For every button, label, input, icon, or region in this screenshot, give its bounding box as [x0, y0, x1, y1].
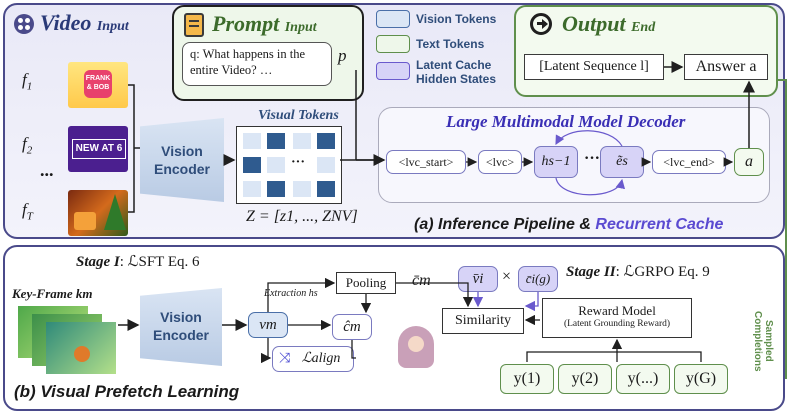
fireplace-icon: [74, 212, 96, 230]
reward-model-box: Reward Model (Latent Grounding Reward): [542, 298, 692, 338]
align-loss-label: ℒalign: [301, 351, 341, 366]
stage-2-loss: : ℒGRPO Eq. 9: [615, 264, 710, 280]
vision-encoder-b: Vision Encoder: [140, 288, 222, 366]
pipeline-caption-highlight: Recurrent Cache: [595, 216, 724, 233]
frame-label-1: f1: [22, 70, 33, 93]
extraction-label: Extraction hs: [264, 288, 318, 299]
tokens-ellipsis: ···: [291, 155, 306, 170]
visual-tokens-title: Visual Tokens: [258, 108, 339, 123]
video-input-title: Video: [40, 10, 92, 35]
exit-arrow-icon: [530, 13, 552, 35]
output-end-title: Output: [562, 11, 626, 36]
output-end-heading: Output End: [562, 11, 655, 37]
sampled-completions-label: Sampled Completions: [752, 310, 774, 372]
token-lvc-end: <lvc_end>: [652, 150, 726, 174]
video-frame-T: [68, 190, 128, 236]
encoder-a-line1: Vision: [161, 143, 203, 159]
stage-1-label: Stage I: ℒSFT Eq. 6: [76, 252, 199, 271]
legend-label-vision: Vision Tokens: [416, 12, 497, 26]
video-input-subtitle: Input: [96, 19, 129, 34]
c-bar-m-label: c̄m: [412, 272, 431, 289]
frame-2-caption: NEW AT 6: [72, 139, 126, 159]
decoder-title: Large Multimodal Model Decoder: [446, 112, 686, 131]
christmas-tree-icon: [104, 194, 126, 230]
document-icon: [184, 13, 204, 37]
token-lvc: <lvc>: [478, 150, 522, 174]
completion-2: y(2): [558, 364, 612, 394]
legend-swatch-text: [376, 35, 410, 53]
token-e-tilde-s: ẽs: [600, 146, 644, 178]
stage-1-title: Stage I: [76, 254, 120, 270]
times-sign: ×: [502, 268, 512, 285]
answer-box: Answer a: [684, 54, 768, 80]
token-h-s-minus-1: hs−1: [534, 146, 578, 178]
shuffle-icon: ⤨: [279, 351, 291, 366]
pooling-box: Pooling: [336, 272, 396, 294]
frames-ellipsis: ...: [40, 160, 54, 180]
completion-1: y(1): [500, 364, 554, 394]
frame-label-T: fT: [22, 200, 33, 223]
panel-b-caption: (b) Visual Prefetch Learning: [14, 382, 240, 401]
legend-label-text: Text Tokens: [416, 37, 485, 51]
c-hat-m-node: ĉm: [332, 314, 372, 340]
output-end-box: [514, 5, 778, 97]
character-icon: [74, 346, 90, 362]
prompt-p-label: p: [338, 46, 347, 65]
frame-label-2: f2: [22, 134, 33, 157]
c-bar-ig-node: c̄i(g): [518, 266, 558, 292]
visual-tokens-grid: ···: [236, 126, 342, 204]
visual-tokens-formula: Z = [z1, ..., ZNV]: [246, 208, 358, 225]
stage-2-title: Stage II: [566, 264, 616, 280]
stage-1-loss: : ℒSFT Eq. 6: [119, 254, 200, 270]
film-reel-icon: [14, 14, 34, 34]
video-frame-1: FRANK & BOB: [68, 62, 128, 108]
prompt-question: q: What happens in the entire Video? …: [182, 42, 332, 86]
pipeline-caption-prefix: (a) Inference Pipeline &: [414, 216, 596, 233]
prompt-input-subtitle: Input: [284, 20, 317, 35]
completion-G: y(G): [674, 364, 728, 394]
encoder-b-line2: Encoder: [152, 327, 209, 343]
token-lvc-start: <lvc_start>: [386, 150, 466, 174]
frame-1-logo: FRANK & BOB: [84, 70, 112, 98]
latent-sequence-box: [Latent Sequence l]: [524, 54, 664, 80]
completion-ellipsis: y(...): [616, 364, 670, 394]
similarity-box: Similarity: [442, 308, 524, 334]
token-answer-a: a: [734, 148, 764, 176]
reward-model-subtitle: (Latent Grounding Reward): [563, 319, 671, 329]
vision-encoder-a: Vision Encoder: [140, 118, 224, 202]
video-frame-2: NEW AT 6: [68, 126, 128, 172]
keyframe-image-3: [46, 322, 116, 374]
person-icon: [398, 326, 434, 368]
decoder-ellipsis: ···: [584, 150, 601, 167]
legend-swatch-latent: [376, 62, 410, 80]
v-bar-i-node: v̄i: [458, 266, 498, 292]
v-m-node: vm: [248, 312, 288, 338]
prompt-input-title: Prompt: [212, 11, 280, 36]
output-end-subtitle: End: [631, 20, 656, 35]
align-loss-node: ⤨ ℒalign: [272, 346, 354, 372]
keyframe-label: Key-Frame km: [12, 286, 93, 301]
reward-model-title: Reward Model: [578, 303, 656, 318]
prompt-input-heading: Prompt Input: [212, 11, 317, 37]
stage-2-label: Stage II: ℒGRPO Eq. 9: [566, 262, 710, 281]
encoder-b-line1: Vision: [160, 309, 202, 325]
legend-swatch-vision: [376, 10, 410, 28]
pipeline-caption: (a) Inference Pipeline & Recurrent Cache: [414, 216, 723, 234]
legend-label-latent: Latent Cache Hidden States: [416, 58, 497, 86]
encoder-a-line2: Encoder: [153, 161, 210, 177]
